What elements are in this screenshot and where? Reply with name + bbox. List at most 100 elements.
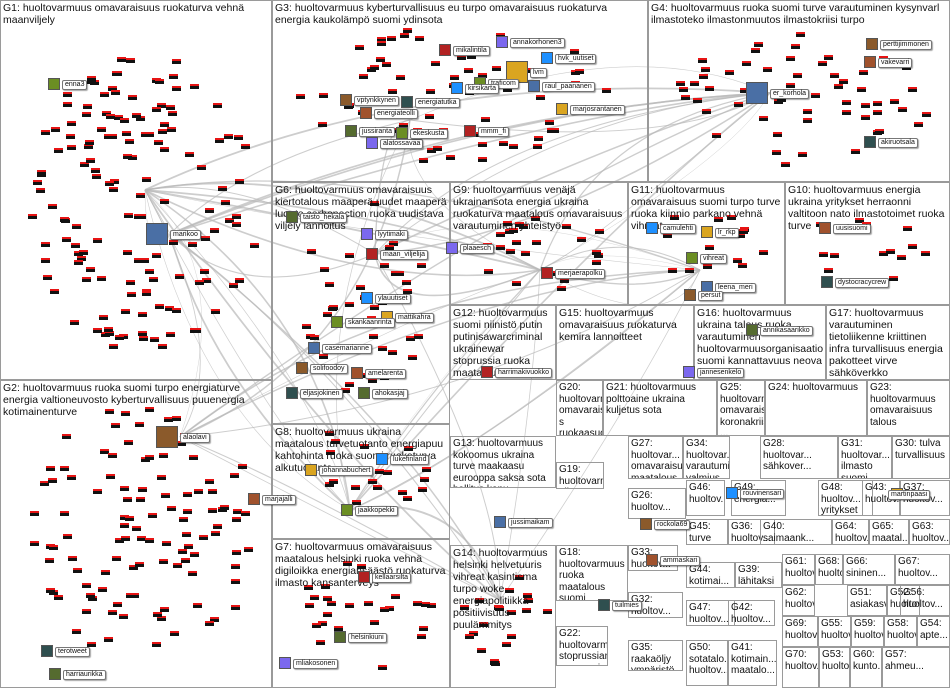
graph-node bbox=[197, 167, 206, 170]
graph-node-cap bbox=[703, 264, 712, 266]
graph-node-cap bbox=[773, 132, 782, 134]
graph-node-cap bbox=[41, 242, 50, 244]
graph-edge bbox=[169, 233, 376, 278]
graph-node bbox=[46, 590, 55, 593]
graph-node-cap bbox=[388, 350, 397, 352]
graph-node-cap bbox=[160, 199, 169, 201]
graph-node bbox=[830, 255, 839, 258]
group-title: G18: huoltovarmuus ruoka maatalous suomi bbox=[559, 547, 625, 601]
graph-node bbox=[51, 129, 60, 132]
graph-node bbox=[178, 551, 187, 554]
graph-node bbox=[369, 336, 378, 339]
group-panel-g66: G66: sininen... bbox=[843, 554, 895, 585]
graph-node bbox=[145, 540, 154, 543]
graph-node-cap bbox=[60, 217, 69, 219]
group-panel-g42: G42: huoltov... bbox=[728, 600, 775, 626]
graph-node-cap bbox=[421, 602, 430, 604]
graph-node bbox=[323, 598, 332, 601]
graph-node-cap bbox=[873, 101, 882, 103]
graph-node-cap bbox=[824, 268, 833, 270]
graph-node bbox=[364, 603, 373, 606]
graph-node-cap bbox=[592, 250, 601, 252]
graph-node bbox=[62, 239, 71, 242]
graph-node-cap bbox=[370, 620, 379, 622]
graph-node-cap bbox=[310, 595, 319, 597]
user-label: ekeskusta bbox=[410, 129, 448, 139]
group-title: G53: huoltov... bbox=[822, 649, 850, 672]
graph-node bbox=[115, 337, 124, 340]
graph-node bbox=[155, 81, 164, 84]
graph-node bbox=[403, 291, 412, 294]
graph-node-cap bbox=[478, 73, 487, 75]
user-avatar-icon bbox=[308, 342, 320, 354]
graph-node-cap bbox=[82, 609, 91, 611]
graph-node bbox=[422, 469, 431, 472]
graph-node-cap bbox=[102, 111, 111, 113]
graph-node bbox=[679, 89, 688, 92]
graph-node-cap bbox=[136, 497, 145, 499]
group-panel-g55: G55: huoltov... bbox=[818, 616, 851, 647]
graph-node-cap bbox=[316, 640, 325, 642]
graph-node-cap bbox=[109, 187, 118, 189]
graph-node bbox=[185, 154, 194, 157]
graph-node-cap bbox=[221, 200, 230, 202]
user-avatar-icon bbox=[341, 504, 353, 516]
graph-node bbox=[36, 190, 45, 193]
graph-node bbox=[86, 160, 95, 163]
graph-node bbox=[670, 217, 679, 220]
graph-node-cap bbox=[375, 469, 384, 471]
graph-node-cap bbox=[213, 103, 222, 105]
graph-node-cap bbox=[329, 305, 338, 307]
graph-node-cap bbox=[403, 289, 412, 291]
user-avatar-icon bbox=[401, 96, 413, 108]
graph-node-cap bbox=[99, 315, 108, 317]
graph-node bbox=[714, 219, 723, 222]
graph-node bbox=[368, 481, 377, 484]
graph-node bbox=[522, 610, 531, 613]
graph-node-cap bbox=[150, 337, 159, 339]
graph-node-cap bbox=[705, 86, 714, 88]
graph-node bbox=[161, 495, 170, 498]
graph-node bbox=[388, 352, 397, 355]
graph-node-cap bbox=[469, 631, 478, 633]
graph-node bbox=[205, 210, 214, 213]
graph-node bbox=[142, 293, 151, 296]
graph-node-cap bbox=[733, 258, 742, 260]
graph-node bbox=[507, 636, 516, 639]
graph-node bbox=[325, 433, 334, 436]
graph-node-cap bbox=[577, 237, 586, 239]
graph-node-cap bbox=[74, 260, 83, 262]
graph-node bbox=[169, 76, 178, 79]
group-title: G20: huoltovarmuus omavaraisuus s ruokaa… bbox=[559, 382, 602, 436]
group-panel-g28: G28: huoltovar... sähkover... bbox=[760, 436, 838, 479]
graph-node-cap bbox=[120, 515, 129, 517]
user-label: vakevarri bbox=[878, 58, 913, 68]
graph-node bbox=[318, 124, 327, 127]
graph-node bbox=[192, 330, 201, 333]
graph-node-cap bbox=[345, 253, 354, 255]
user-avatar-icon bbox=[351, 367, 363, 379]
graph-node-cap bbox=[210, 228, 219, 230]
graph-node bbox=[172, 88, 181, 91]
graph-node-cap bbox=[106, 474, 115, 476]
user-avatar-icon bbox=[331, 316, 343, 328]
graph-node bbox=[145, 134, 154, 137]
graph-node-cap bbox=[169, 74, 178, 76]
graph-node bbox=[391, 596, 400, 599]
graph-node-cap bbox=[105, 409, 114, 411]
graph-node bbox=[41, 260, 50, 263]
graph-node-cap bbox=[325, 431, 334, 433]
graph-node bbox=[307, 251, 316, 254]
user-label: marjosrantanen bbox=[570, 105, 625, 115]
graph-node-cap bbox=[135, 562, 144, 564]
graph-node bbox=[232, 552, 241, 555]
graph-node-cap bbox=[192, 328, 201, 330]
graph-node-cap bbox=[425, 114, 434, 116]
user-avatar-icon bbox=[305, 464, 317, 476]
graph-node-cap bbox=[670, 215, 679, 217]
graph-node bbox=[37, 172, 46, 175]
user-label: hvk_uutiset bbox=[555, 54, 597, 64]
graph-node-cap bbox=[72, 224, 81, 226]
graph-node bbox=[67, 123, 76, 126]
graph-node-cap bbox=[153, 612, 162, 614]
